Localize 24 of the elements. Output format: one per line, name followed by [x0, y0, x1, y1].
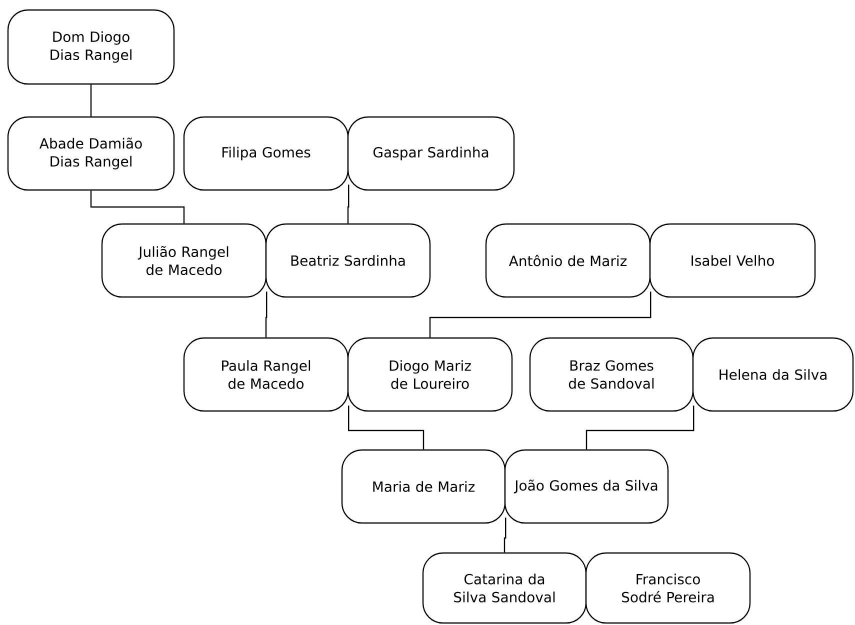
connector-line	[90, 190, 185, 224]
person-box: Dom Diogo Dias Rangel	[7, 9, 175, 85]
person-box: Helena da Silva	[692, 337, 854, 412]
person-box: Abade Damião Dias Rangel	[7, 116, 175, 191]
person-box: Gaspar Sardinha	[347, 116, 515, 191]
connector-line	[504, 518, 506, 552]
person-box: Maria de Mariz	[341, 449, 506, 524]
connector-line	[347, 184, 350, 224]
person-box: Diogo Mariz de Loureiro	[347, 337, 513, 412]
connector-line	[429, 292, 652, 338]
person-box: Francisco Sodré Pereira	[585, 552, 751, 624]
connector-line	[586, 406, 694, 450]
person-box: Julião Rangel de Macedo	[101, 223, 267, 298]
person-box: Catarina da Silva Sandoval	[422, 552, 587, 624]
person-box: Paula Rangel de Macedo	[183, 337, 349, 412]
person-box: Antônio de Mariz	[485, 223, 651, 298]
person-box: Beatriz Sardinha	[265, 223, 431, 298]
person-box: Filipa Gomes	[183, 116, 349, 191]
person-box: João Gomes da Silva	[504, 449, 669, 524]
connector-line	[265, 292, 268, 338]
connector-line	[348, 406, 424, 450]
person-box: Isabel Velho	[649, 223, 816, 298]
connector-line	[90, 84, 92, 116]
person-box: Braz Gomes de Sandoval	[529, 337, 694, 412]
